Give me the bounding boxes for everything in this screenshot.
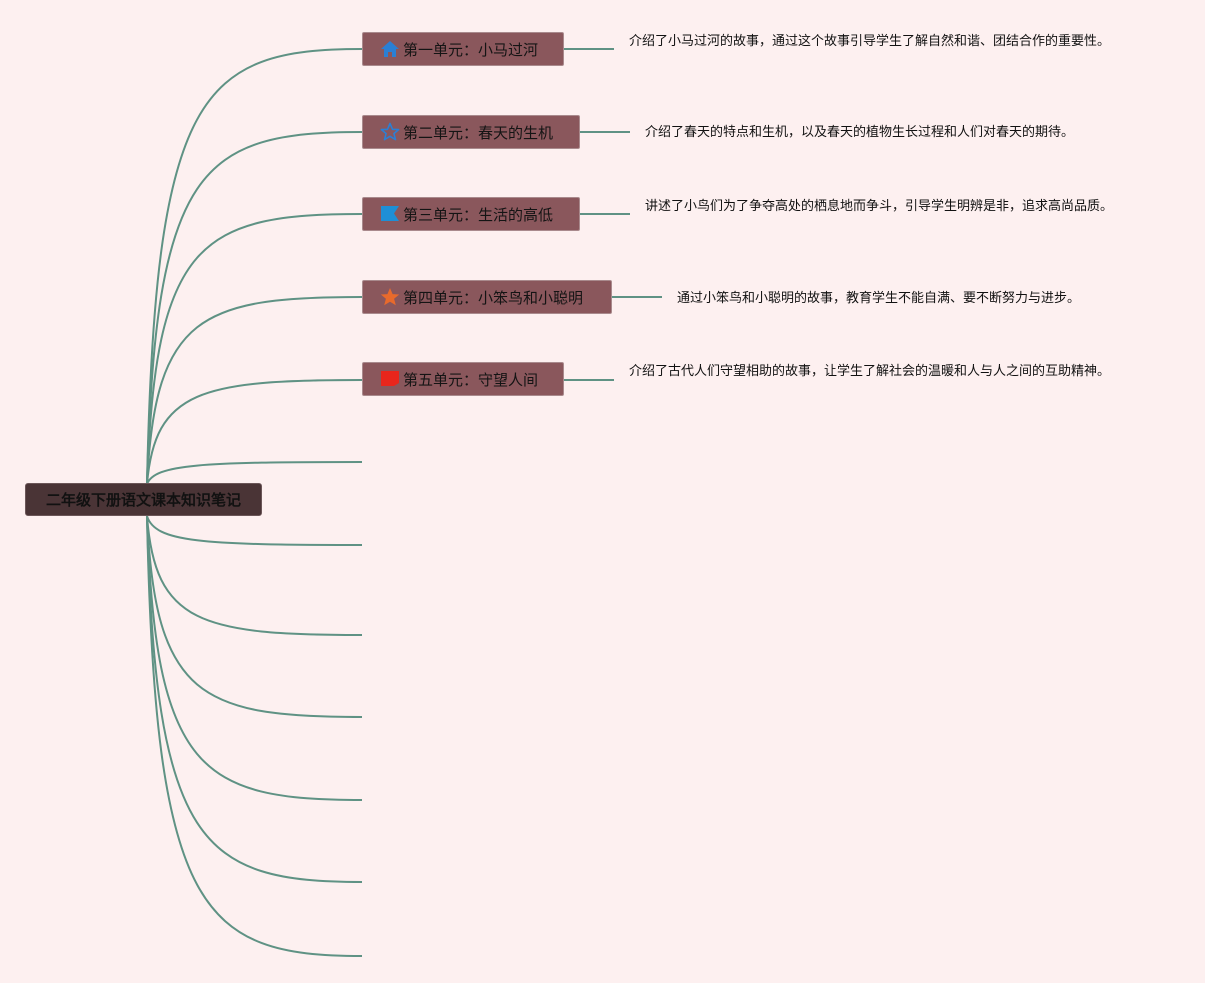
note-unit-4: 通过小笨鸟和小聪明的故事，教育学生不能自满、要不断努力与进步。 — [677, 291, 1081, 306]
star-outline-icon — [380, 122, 400, 142]
topic-unit-3-label: 第三单元：生活的高低 — [403, 205, 554, 224]
note-unit-2: 介绍了春天的特点和生机，以及春天的植物生长过程和人们对春天的期待。 — [645, 125, 1075, 140]
topic-unit-1-label: 第一单元：小马过河 — [403, 40, 539, 59]
connector-curve-4 — [146, 296, 363, 485]
topic-unit-4[interactable]: 第四单元：小笨鸟和小聪明 — [362, 280, 612, 314]
note-unit-3: 讲述了小鸟们为了争夺高处的栖息地而争斗，引导学生明辨是非，追求高尚品质。 — [645, 199, 1114, 214]
connector-curve-3 — [146, 213, 363, 485]
topic-unit-1[interactable]: 第一单元：小马过河 — [362, 32, 564, 66]
flag-icon — [380, 369, 400, 389]
topic-unit-2-label: 第二单元：春天的生机 — [403, 123, 554, 142]
topic-unit-3[interactable]: 第三单元：生活的高低 — [362, 197, 580, 231]
flag-icon — [380, 204, 400, 224]
connector-curve-10 — [146, 515, 363, 801]
connector-curve-11 — [146, 515, 363, 883]
topic-unit-5-label: 第五单元：守望人间 — [403, 370, 539, 389]
connector-curve-5 — [146, 379, 363, 485]
root-topic-label: 二年级下册语文课本知识笔记 — [45, 491, 241, 509]
root-topic[interactable]: 二年级下册语文课本知识笔记 — [25, 483, 262, 516]
connector-curve-9 — [146, 515, 363, 718]
note-unit-1: 介绍了小马过河的故事，通过这个故事引导学生了解自然和谐、团结合作的重要性。 — [629, 34, 1111, 49]
note-unit-5: 介绍了古代人们守望相助的故事，让学生了解社会的温暖和人与人之间的互助精神。 — [629, 364, 1111, 379]
connector-curve-7 — [146, 515, 363, 546]
topic-unit-2[interactable]: 第二单元：春天的生机 — [362, 115, 580, 149]
house-icon — [380, 39, 400, 59]
connector-curve-12 — [146, 515, 363, 957]
connector-curve-6 — [146, 461, 363, 485]
connector-curve-2 — [146, 131, 363, 485]
connector-curve-1 — [146, 48, 363, 485]
topic-unit-4-label: 第四单元：小笨鸟和小聪明 — [403, 288, 584, 307]
topic-unit-5[interactable]: 第五单元：守望人间 — [362, 362, 564, 396]
connector-curve-8 — [146, 515, 363, 636]
star-filled-icon — [380, 287, 400, 307]
